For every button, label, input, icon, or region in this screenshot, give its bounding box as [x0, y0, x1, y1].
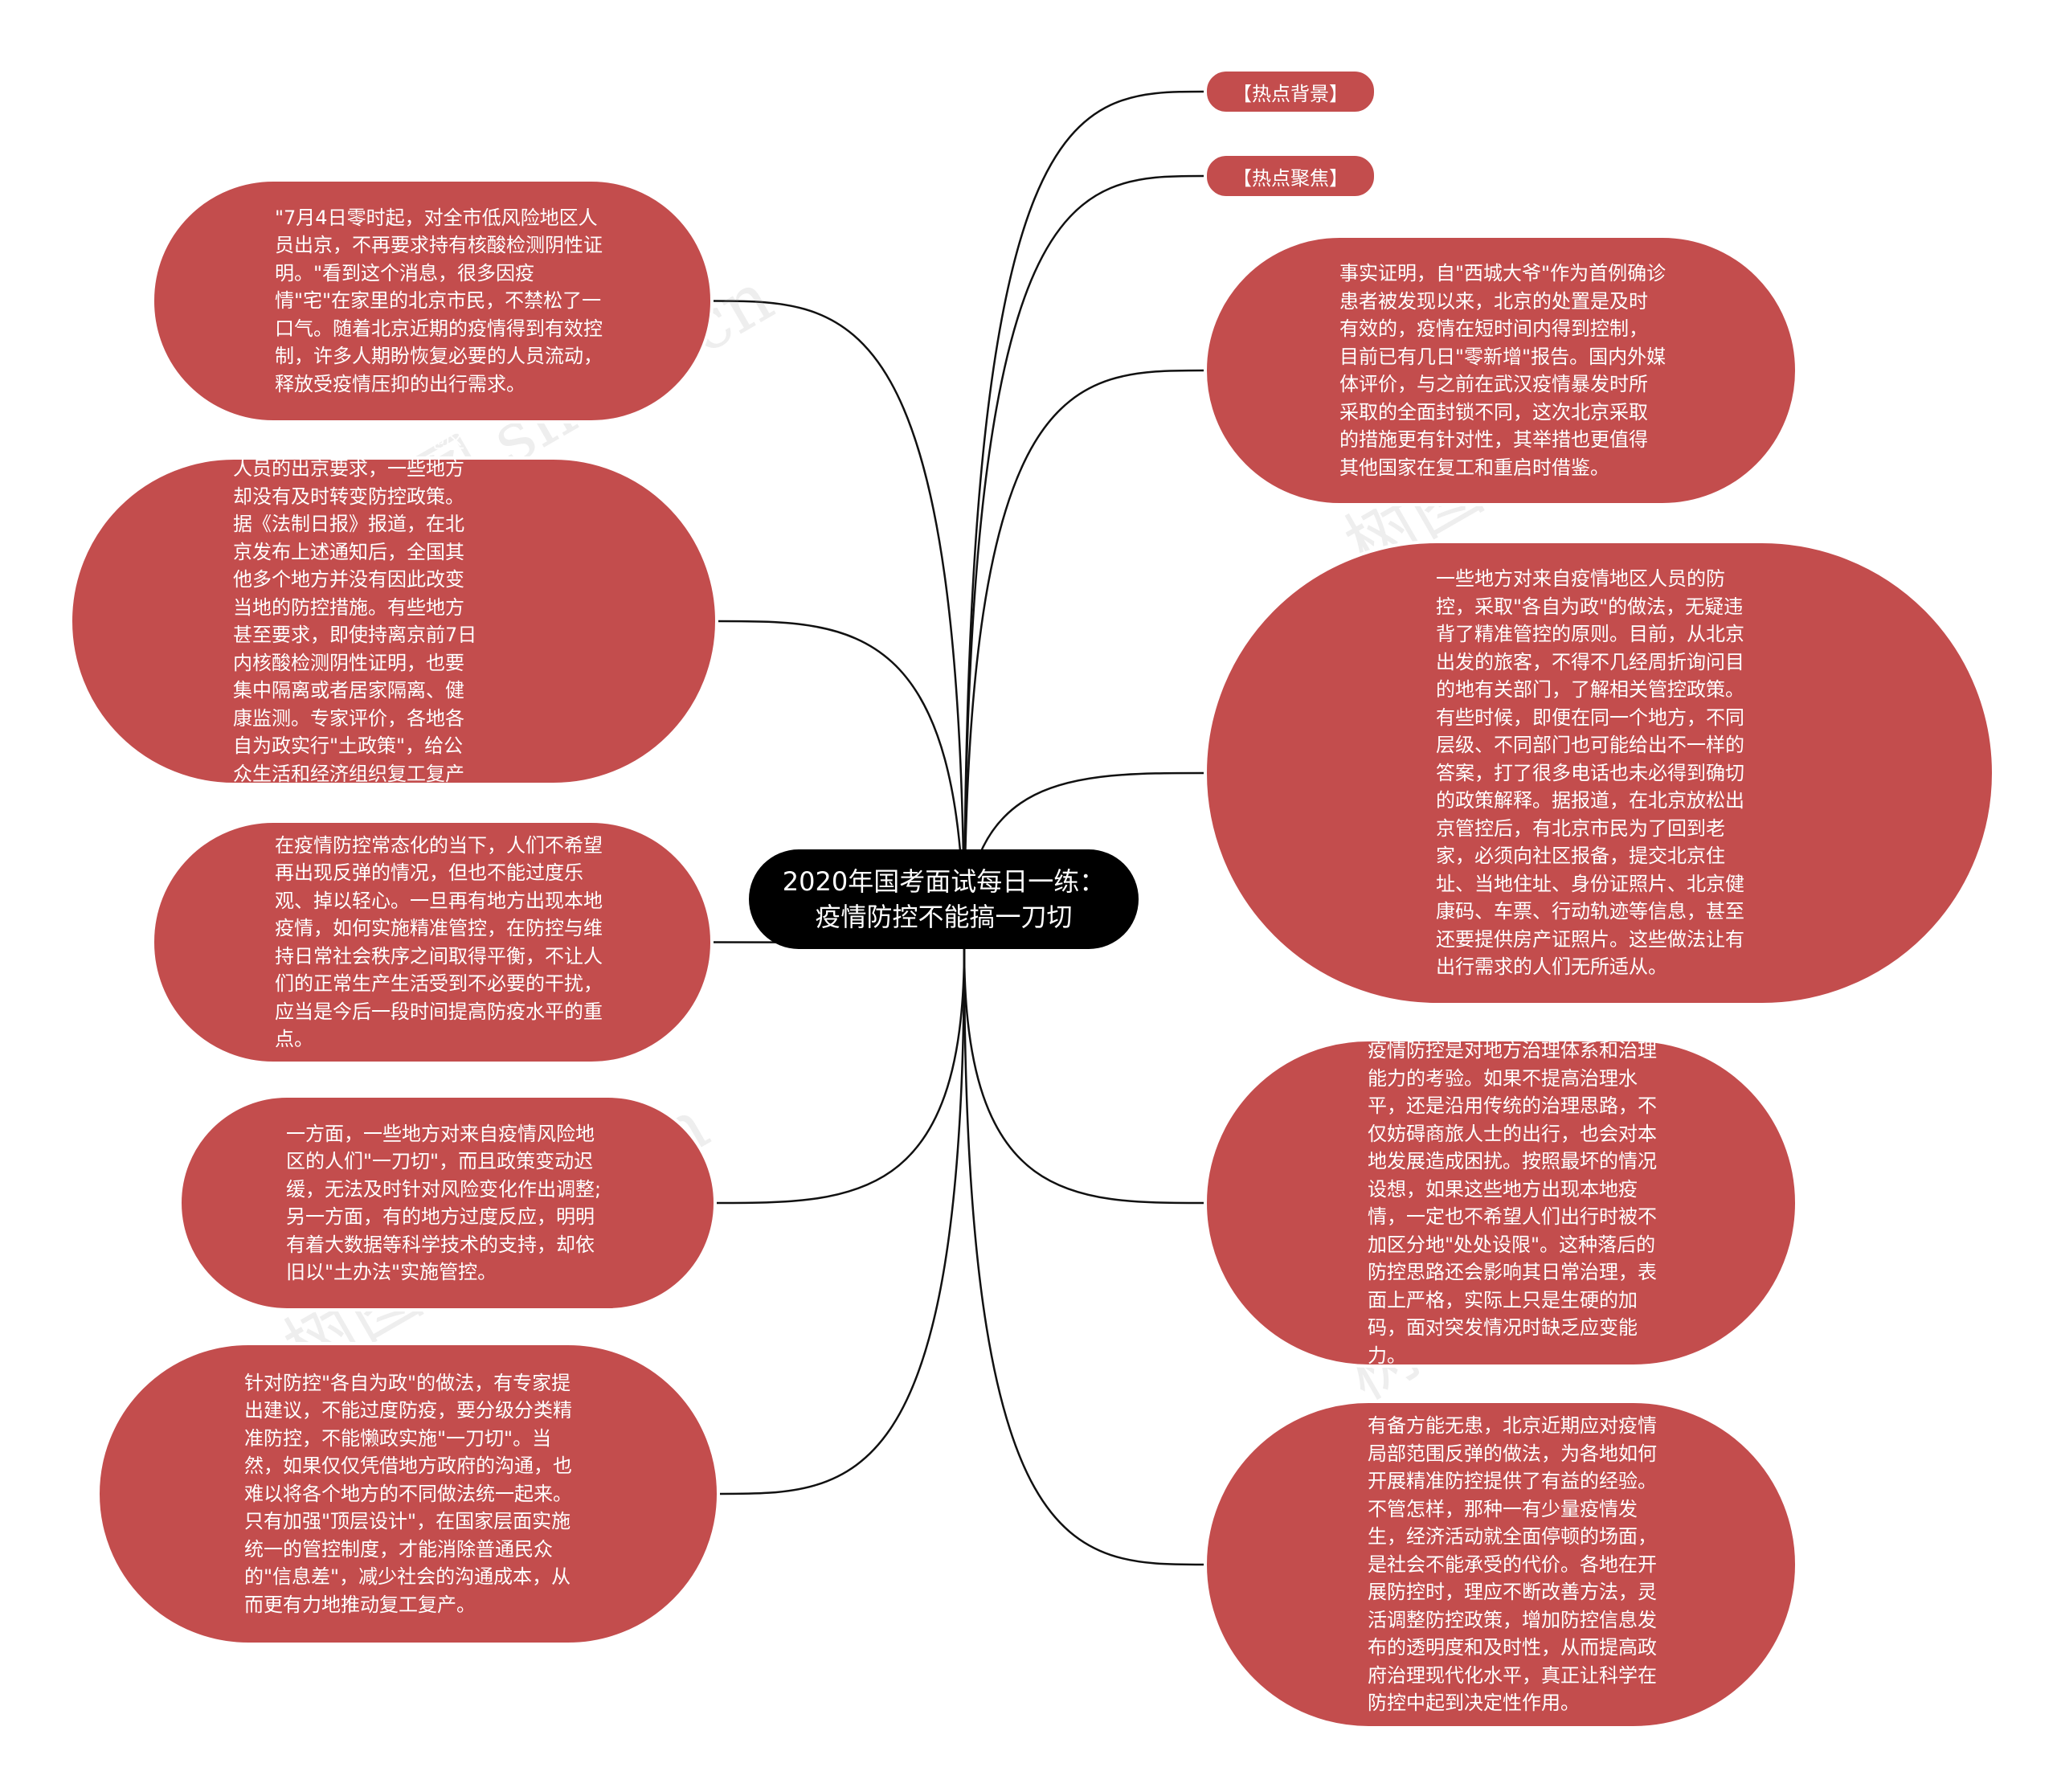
right-node-1[interactable]: 事实证明，自"西城大爷"作为首例确诊患者被发现以来，北京的处置是及时有效的，疫情…	[1204, 235, 1798, 506]
node-text: 有备方能无患，北京近期应对疫情局部范围反弹的做法，为各地如何开展精准防控提供了有…	[1368, 1414, 1657, 1715]
left-node-1[interactable]: "7月4日零时起，对全市低风险地区人员出京，不再要求持有核酸检测阴性证明。"看到…	[151, 178, 714, 423]
connector-line	[963, 369, 1204, 949]
tag-hot-focus[interactable]: 【热点聚焦】	[1204, 153, 1377, 199]
left-node-4[interactable]: 一方面，一些地方对来自疫情风险地区的人们"一刀切"，而且政策变动迟缓，无法及时针…	[178, 1094, 717, 1311]
left-node-2[interactable]: 尽管北京放松对低风险地区人员的出京要求，一些地方却没有及时转变防控政策。据《法制…	[69, 430, 718, 812]
connector-line	[716, 947, 966, 1205]
connector-line	[718, 620, 966, 949]
root-topic[interactable]: 2020年国考面试每日一练：疫情防控不能搞一刀切	[749, 849, 1139, 949]
node-text: 疫情防控是对地方治理体系和治理能力的考验。如果不提高治理水平，还是沿用传统的治理…	[1368, 1039, 1657, 1367]
right-node-3[interactable]: 疫情防控是对地方治理体系和治理能力的考验。如果不提高治理水平，还是沿用传统的治理…	[1204, 1038, 1798, 1368]
node-text: 一方面，一些地方对来自疫情风险地区的人们"一刀切"，而且政策变动迟缓，无法及时针…	[286, 1122, 602, 1284]
node-text: 针对防控"各自为政"的做法，有专家提出建议，不能过度防疫，要分级分类精准防控，不…	[244, 1371, 572, 1616]
left-node-3[interactable]: 在疫情防控常态化的当下，人们不希望再出现反弹的情况，但也不能过度乐观、掉以轻心。…	[151, 820, 714, 1065]
node-text: 尽管北京放松对低风险地区人员的出京要求，一些地方却没有及时转变防控政策。据《法制…	[233, 429, 477, 813]
node-text: "7月4日零时起，对全市低风险地区人员出京，不再要求持有核酸检测阴性证明。"看到…	[275, 206, 603, 395]
tag-label: 【热点背景】	[1233, 82, 1348, 105]
tag-label: 【热点聚焦】	[1233, 166, 1348, 190]
connector-line	[963, 947, 1204, 1205]
connector-line	[713, 300, 966, 949]
root-title: 2020年国考面试每日一练：疫情防控不能搞一刀切	[782, 866, 1106, 932]
tag-hot-background[interactable]: 【热点背景】	[1204, 68, 1377, 115]
connector-line	[963, 947, 1204, 1566]
node-text: 在疫情防控常态化的当下，人们不希望再出现反弹的情况，但也不能过度乐观、掉以轻心。…	[275, 833, 603, 1051]
node-text: 事实证明，自"西城大爷"作为首例确诊患者被发现以来，北京的处置是及时有效的，疫情…	[1339, 262, 1666, 479]
right-node-2[interactable]: 一些地方对来自疫情地区人员的防控，采取"各自为政"的做法，无疑违背了精准管控的原…	[1204, 540, 1995, 1006]
connector-line	[963, 174, 1204, 949]
left-node-5[interactable]: 针对防控"各自为政"的做法，有专家提出建议，不能过度防疫，要分级分类精准防控，不…	[96, 1342, 720, 1646]
connector-line	[963, 90, 1204, 949]
right-node-4[interactable]: 有备方能无患，北京近期应对疫情局部范围反弹的做法，为各地如何开展精准防控提供了有…	[1204, 1400, 1798, 1729]
node-text: 一些地方对来自疫情地区人员的防控，采取"各自为政"的做法，无疑违背了精准管控的原…	[1436, 567, 1744, 979]
connector-line	[719, 947, 966, 1495]
